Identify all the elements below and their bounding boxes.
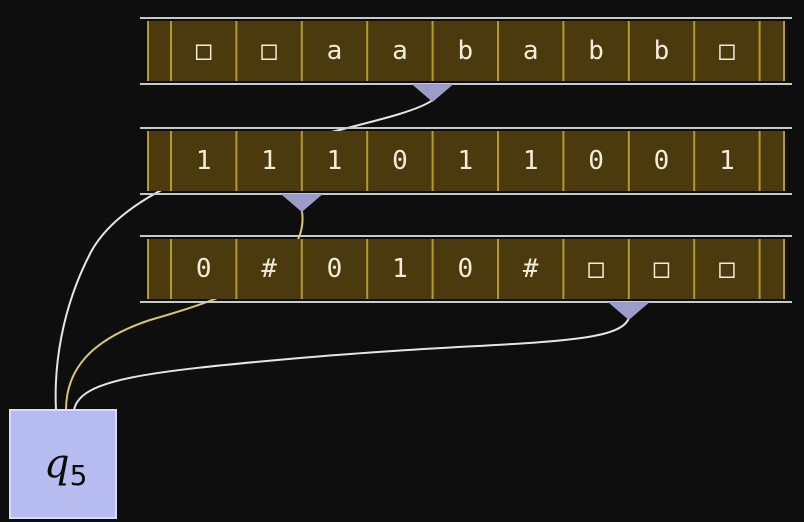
tape-cell-symbol: 1 bbox=[392, 254, 408, 284]
work-tape: 0 #0 1 0 # □ □ □ bbox=[140, 235, 792, 303]
tape-strip bbox=[148, 131, 784, 191]
binary-tape: 1 1 1 0 1 1 0 0 1 bbox=[140, 127, 792, 195]
tape-cell-symbol: # bbox=[261, 254, 277, 284]
tape-cell-symbol: 1 bbox=[196, 146, 212, 176]
state-box: q5 bbox=[9, 409, 117, 519]
tape-cell-symbol: 1 bbox=[719, 146, 735, 176]
tape-cell-symbol: # bbox=[523, 254, 539, 284]
tape-head-0 bbox=[411, 84, 454, 102]
tape-strip bbox=[148, 21, 784, 81]
tape-cell-symbol: 1 bbox=[327, 146, 343, 176]
tape-cell-symbol: 0 bbox=[457, 254, 473, 284]
tape-cell-symbol: 0 bbox=[327, 254, 343, 284]
tape-head-1 bbox=[280, 194, 323, 212]
tape-cell-symbol: b bbox=[457, 36, 473, 66]
state-rect bbox=[9, 409, 117, 519]
head-wire-2 bbox=[73, 317, 630, 411]
tapes: □ □ a a b a b b □ 1 1 1 0 1 1 0 0 1 0 #0 1 0 # □ □ □ bbox=[140, 17, 792, 303]
tape-cell-symbol: □ bbox=[261, 36, 277, 66]
tape-cell-symbol: 0 bbox=[588, 146, 604, 176]
state-subscript: 5 bbox=[70, 459, 88, 492]
tape-cell-symbol: □ bbox=[654, 254, 670, 284]
tape-cell-symbol: b bbox=[654, 36, 670, 66]
tape-cell-symbol: □ bbox=[719, 254, 735, 284]
tape-heads bbox=[280, 84, 650, 320]
tape-cell-symbol: b bbox=[588, 36, 604, 66]
tape-cell-symbol: 0 bbox=[196, 254, 212, 284]
tape-cell-symbol: a bbox=[392, 36, 408, 66]
tape-cell-symbol: 1 bbox=[457, 146, 473, 176]
tape-strip bbox=[148, 239, 784, 299]
tape-cell-symbol: □ bbox=[196, 36, 212, 66]
head-wire-0 bbox=[54, 99, 434, 411]
tape-cell-symbol: 0 bbox=[392, 146, 408, 176]
tape-cell-symbol: □ bbox=[588, 254, 604, 284]
state-label: q5 bbox=[44, 441, 87, 492]
tape-cell-symbol: 1 bbox=[523, 146, 539, 176]
tape-cell-symbol: a bbox=[327, 36, 343, 66]
input-tape: □ □ a a b a b b □ bbox=[140, 17, 792, 85]
tape-cell-symbol: a bbox=[523, 36, 539, 66]
tape-cell-symbol: 0 bbox=[654, 146, 670, 176]
state-symbol: q bbox=[44, 441, 70, 487]
tape-head-2 bbox=[607, 302, 650, 320]
tape-cell-symbol: □ bbox=[719, 36, 735, 66]
tape-cell-symbol: 1 bbox=[261, 146, 277, 176]
